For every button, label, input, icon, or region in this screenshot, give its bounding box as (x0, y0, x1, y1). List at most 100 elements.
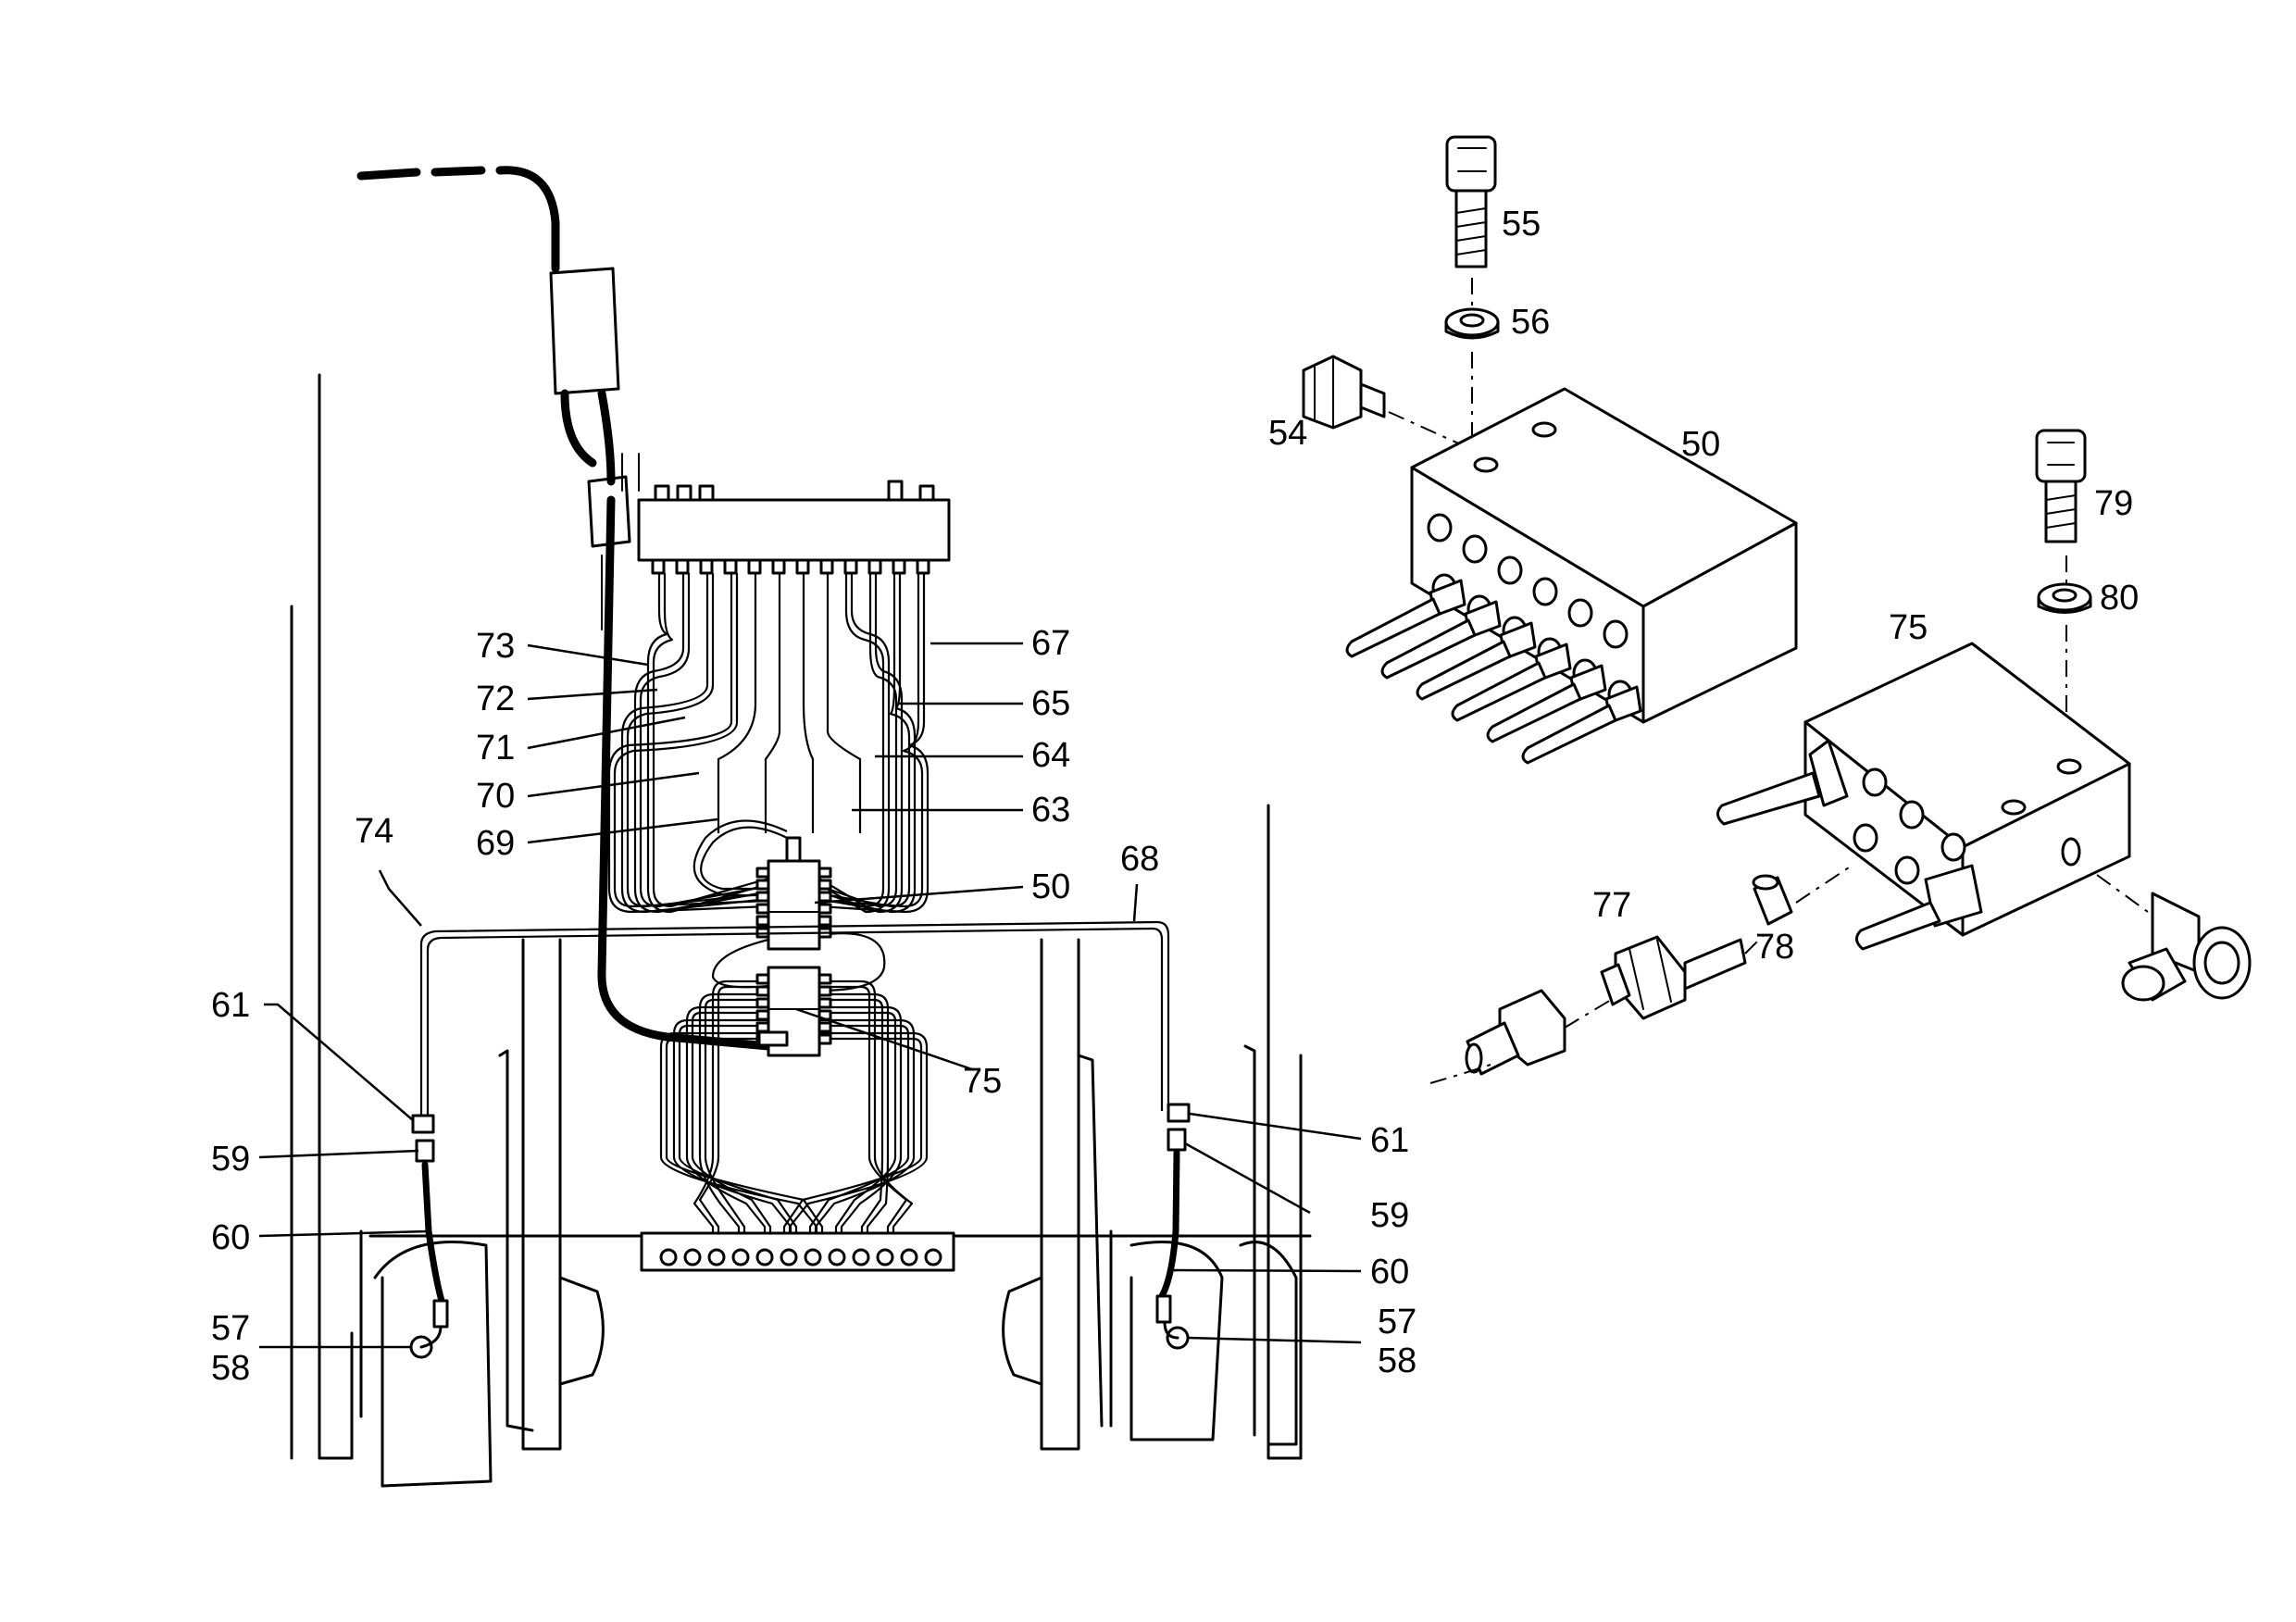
callout-55: 55 (1502, 205, 1541, 243)
callout-67: 67 (1031, 624, 1070, 663)
block-port (755, 1009, 770, 1021)
pipe-line (704, 998, 768, 1254)
manifold-port (843, 558, 858, 575)
callout-74: 74 (355, 812, 393, 851)
block-port (755, 891, 770, 903)
manifold-port (876, 1248, 894, 1266)
manifold-port (683, 1248, 702, 1266)
block-port (1462, 534, 1488, 564)
pipe-line (717, 573, 757, 833)
block-port (1853, 823, 1878, 853)
pipe-line (659, 1031, 818, 1254)
pipe-line (818, 573, 924, 908)
block-port (1567, 598, 1593, 628)
pipe-line (808, 1024, 910, 1254)
block-port (1940, 832, 1966, 862)
callout-58-right: 58 (1378, 1341, 1416, 1380)
block-port (1532, 577, 1558, 606)
machine-frame (290, 373, 1312, 1488)
block-port (817, 915, 832, 927)
manifold-port (804, 1248, 822, 1266)
bolt-79 (2035, 429, 2087, 543)
block-port (1862, 767, 1888, 797)
callout-80: 80 (2100, 579, 2139, 618)
callout-71: 71 (476, 729, 515, 767)
distributor-block-75 (755, 966, 832, 1057)
manifold-port (819, 558, 834, 575)
manifold-port (731, 1248, 750, 1266)
callout-59-left: 59 (211, 1140, 250, 1179)
nut-fitting (1465, 989, 1566, 1076)
callout-61-right: 61 (1370, 1121, 1409, 1160)
callout-63: 63 (1031, 791, 1070, 830)
pipe-line (788, 1031, 929, 1254)
pipe-line (782, 1037, 923, 1254)
callout-73: 73 (476, 627, 515, 666)
right-hose-assembly (1155, 1103, 1191, 1350)
pipe-line (818, 573, 885, 908)
block-port (817, 879, 832, 891)
manifold-port (707, 1248, 726, 1266)
lower-manifold (640, 1231, 955, 1272)
pipe-line (818, 573, 917, 914)
supply-hose (356, 166, 773, 1051)
callout-75-exploded: 75 (1889, 608, 1928, 647)
pipe-line (678, 1024, 798, 1254)
fitting-54 (1302, 355, 1386, 430)
manifold-port (659, 1248, 678, 1266)
callout-78: 78 (1755, 928, 1794, 967)
callout-54: 54 (1268, 414, 1307, 453)
pipe-line (819, 998, 884, 1254)
block-port (817, 1033, 832, 1045)
callout-57-right: 57 (1378, 1303, 1416, 1341)
pipe-line (639, 573, 769, 908)
pipe-line (633, 573, 769, 914)
manifold-port (723, 558, 738, 575)
block-port (817, 867, 832, 879)
callout-75: 75 (963, 1062, 1002, 1101)
block-port (1899, 800, 1925, 830)
block-port (817, 997, 832, 1009)
manifold-port (780, 1248, 798, 1266)
manifold-port (916, 558, 930, 575)
washer-56 (1444, 307, 1500, 340)
block-port (755, 973, 770, 985)
callout-79: 79 (2094, 484, 2133, 523)
pin (1345, 597, 1441, 658)
distributor-block-75-exploded (1716, 642, 2131, 951)
manifold-port (852, 1248, 870, 1266)
manifold-port (699, 558, 714, 575)
bolt-55 (1445, 135, 1497, 268)
pipe-line (818, 573, 891, 914)
fitting (1808, 739, 1849, 807)
callout-56: 56 (1511, 303, 1550, 342)
block-port (755, 903, 770, 915)
callout-68: 68 (1120, 840, 1159, 879)
manifold-port (867, 558, 882, 575)
block-port (755, 915, 770, 927)
pin (1855, 901, 1941, 951)
pipe-line (802, 573, 815, 833)
block-port (817, 891, 832, 903)
pin (1451, 661, 1547, 722)
left-hose-assembly (409, 1114, 449, 1359)
pin (1380, 618, 1477, 680)
manifold-port (900, 1248, 918, 1266)
pipe-line (818, 932, 886, 992)
pipe-line (672, 1018, 792, 1254)
callout-labels: 50 50 54 55 56 57 57 58 58 59 59 60 60 6… (211, 205, 2139, 1388)
pipe-line (698, 992, 768, 1254)
pipe-line (693, 819, 788, 897)
block-port (817, 973, 832, 985)
pipe-line (819, 985, 908, 1254)
pin (1716, 771, 1821, 826)
pipe-line (818, 573, 911, 908)
callout-69: 69 (476, 824, 515, 863)
upper-manifold (637, 480, 951, 575)
cross-lines (419, 920, 1170, 1125)
callout-57-left: 57 (211, 1309, 250, 1348)
callout-leaders (258, 642, 1362, 1349)
block-port (1894, 855, 1920, 885)
pipe-line (626, 573, 769, 908)
